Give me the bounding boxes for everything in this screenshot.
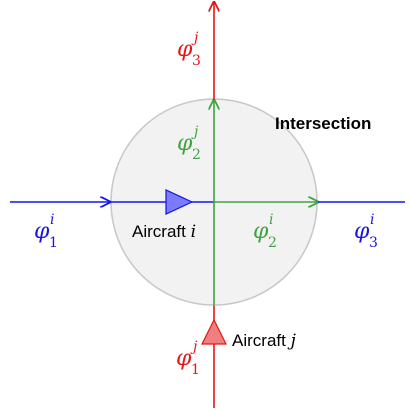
intersection-label: Intersection xyxy=(275,114,371,133)
svg-text:i: i xyxy=(50,212,54,228)
phi-i2-label: φ i 2 xyxy=(253,212,277,251)
phi-j2-label: φ j 2 xyxy=(177,124,201,163)
svg-text:φ: φ xyxy=(176,346,192,371)
svg-text:2: 2 xyxy=(268,235,277,251)
svg-text:1: 1 xyxy=(49,235,58,251)
aircraft-j-icon xyxy=(201,318,227,345)
svg-text:j: j xyxy=(191,30,199,46)
svg-text:i: i xyxy=(269,212,273,228)
aircraft-j-label: Aircraft j xyxy=(232,331,297,351)
svg-text:3: 3 xyxy=(192,53,201,69)
aircraft-i-label: Aircraft i xyxy=(132,222,196,242)
svg-text:φ: φ xyxy=(177,131,193,156)
svg-text:1: 1 xyxy=(191,362,200,378)
svg-text:2: 2 xyxy=(192,147,201,163)
phi-i3-label: φ i 3 xyxy=(354,212,378,251)
phi-j1-label: φ j 1 xyxy=(176,339,200,378)
svg-text:φ: φ xyxy=(34,219,50,244)
aircraft-i-icon xyxy=(165,189,194,215)
phi-j3-label: φ j 3 xyxy=(177,30,201,69)
svg-text:i: i xyxy=(370,212,374,228)
svg-text:φ: φ xyxy=(354,219,370,244)
svg-text:φ: φ xyxy=(253,219,269,244)
svg-text:φ: φ xyxy=(177,37,193,62)
svg-text:j: j xyxy=(190,339,198,355)
svg-text:3: 3 xyxy=(369,235,378,251)
phi-i1-label: φ i 1 xyxy=(34,212,58,251)
svg-text:j: j xyxy=(191,124,199,140)
